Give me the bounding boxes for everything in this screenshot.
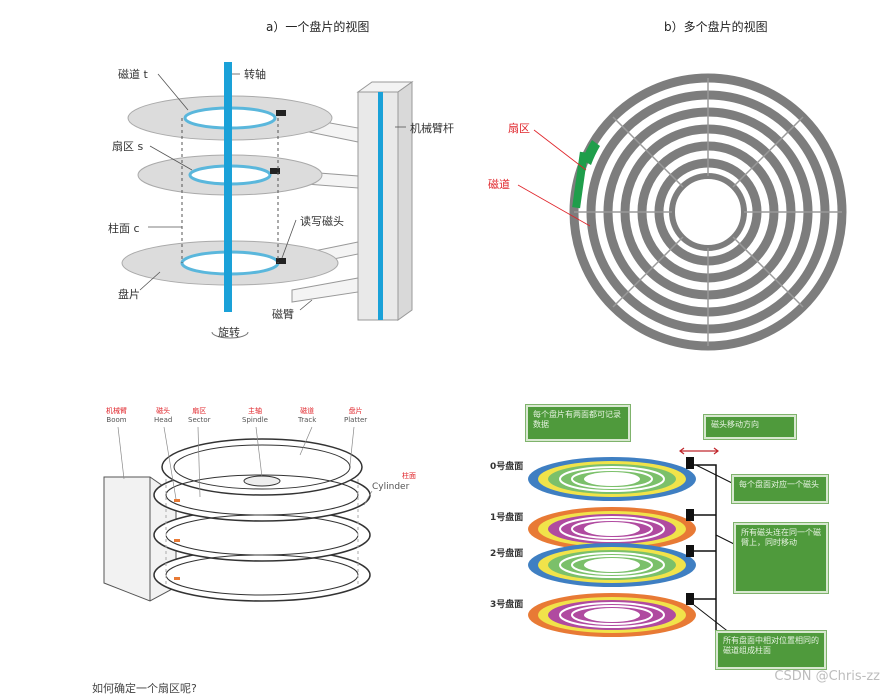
- label-arm-lower: 磁臂: [272, 308, 294, 321]
- track-sector-diagram: b）多个盘片的视图 扇区 磁道: [440, 0, 888, 360]
- concentric-disk: [517, 73, 847, 351]
- label-track: 磁道 t: [118, 68, 148, 81]
- single-platter-drawing: [121, 62, 414, 339]
- caption-partial: 如何确定一个扇区呢?: [92, 682, 197, 695]
- label-arm: 机械臂杆: [410, 122, 454, 135]
- label-head: 读写磁头: [300, 215, 344, 228]
- note-head-direction: 磁头移动方向: [704, 415, 796, 439]
- label-sector: 扇区 s: [112, 140, 144, 153]
- note-two-sides: 每个盘片有两面都可记录数据: [526, 405, 630, 441]
- multi-platter-title: b）多个盘片的视图: [664, 20, 768, 34]
- label-rotation: 旋转: [218, 326, 240, 339]
- surface-0-label: 0号盘面: [490, 462, 524, 472]
- label-spindle: 转轴: [244, 68, 266, 81]
- watermark: CSDN @Chris-zz: [774, 669, 880, 684]
- label-sector-red: 扇区: [508, 122, 530, 135]
- surface-3-label: 3号盘面: [490, 600, 524, 610]
- label-cylinder: 柱面 c: [108, 222, 140, 235]
- surfaces-diagram: 0号盘面 1号盘面 2号盘面 3号盘面 每个盘片有两面都可记录数据 磁头移动方向…: [470, 395, 888, 675]
- stacked-drawing: [103, 426, 373, 602]
- surfaces-drawing: [528, 447, 737, 645]
- note-head-per-surface: 每个盘面对应一个磁头: [732, 475, 828, 503]
- single-platter-diagram: a）一个盘片的视图: [0, 0, 454, 345]
- note-shared-arm: 所有磁头连在同一个磁臂上，同时移动: [734, 523, 828, 593]
- single-platter-title: a）一个盘片的视图: [266, 20, 370, 34]
- surface-1-label: 1号盘面: [490, 513, 524, 523]
- surface-2-label: 2号盘面: [490, 549, 524, 559]
- label-track-red: 磁道: [488, 178, 510, 191]
- note-cylinder: 所有盘面中相对位置相同的磁道组成柱面: [716, 631, 826, 669]
- label-platter: 盘片: [118, 288, 140, 301]
